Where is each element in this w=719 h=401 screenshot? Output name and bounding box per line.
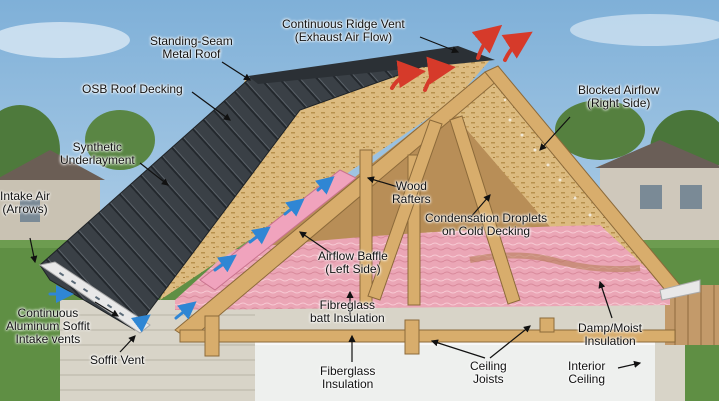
neighbor-house-left: [0, 150, 105, 250]
soffit-vent-label: Soffit Vent: [90, 353, 145, 367]
intake-arrows: [48, 176, 335, 333]
intake-air-label: Intake Air(Arrows): [0, 189, 51, 216]
soffit-vent-slots: [58, 272, 125, 317]
osb-decking-label: OSB Roof Decking: [82, 82, 183, 96]
ridge-vent-label: Continuous Ridge Vent(Exhaust Air Flow): [282, 17, 405, 44]
wood-trusses: [174, 65, 681, 357]
interior-room: [255, 335, 655, 401]
right-fascia: [659, 279, 701, 301]
airflow-baffle-label: Airflow Baffle(Left Side): [318, 249, 388, 276]
exhaust-arrows: [390, 24, 533, 92]
leader-lines: [29, 36, 642, 369]
blocked-airflow-label: Blocked Airflow(Right Side): [578, 83, 660, 110]
ridge-vent: [248, 46, 495, 84]
